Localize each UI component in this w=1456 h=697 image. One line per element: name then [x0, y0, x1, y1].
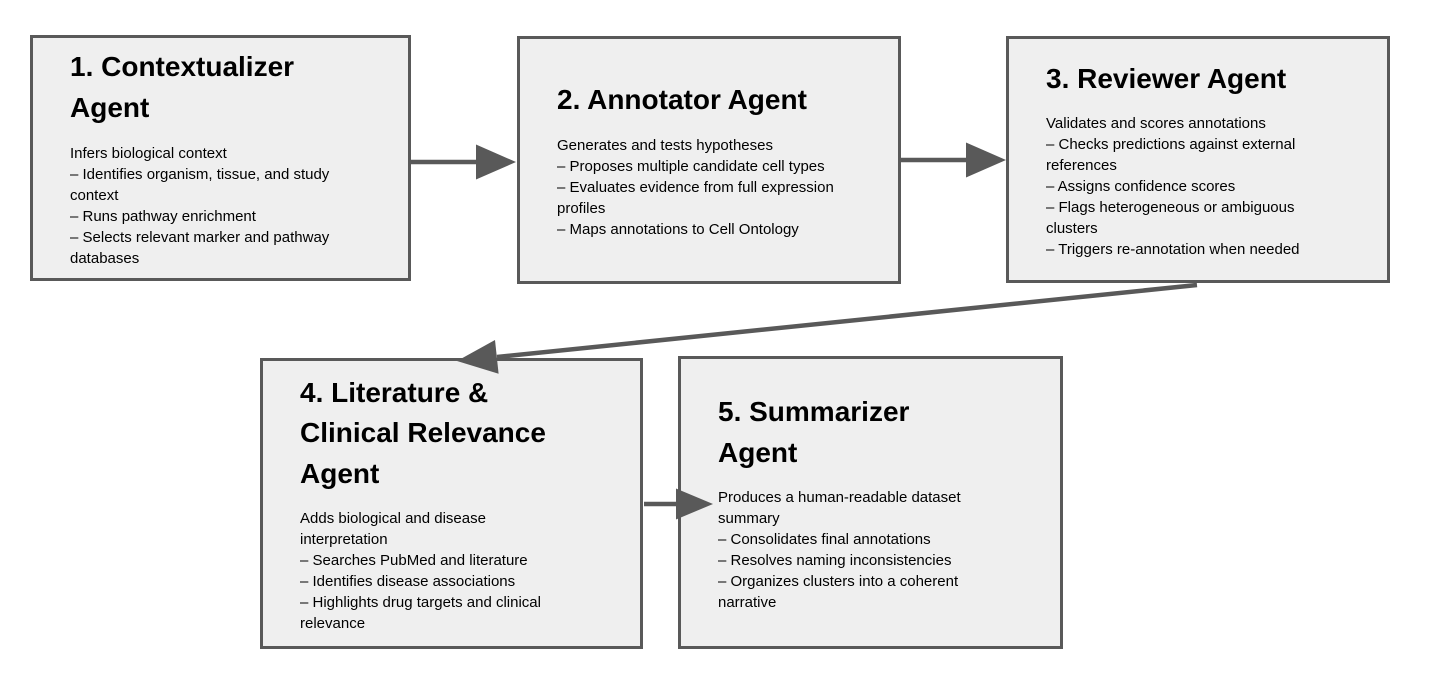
step-body: Infers biological context – Identifies o…	[70, 144, 330, 267]
step-box-reviewer-agent: 3. Reviewer Agent Validates and scores a…	[1006, 36, 1390, 283]
step-title: 3. Reviewer Agent	[1046, 62, 1287, 94]
step-box-annotator-agent: 2. Annotator Agent Generates and tests h…	[517, 36, 901, 284]
step-box-literature-clinical-relevance-agent: 4. Literature & Clinical Relevance Agent…	[260, 358, 643, 649]
step-box-summarizer-agent: 5. Summarizer Agent Produces a human-rea…	[678, 356, 1063, 649]
step-title: 5. Summarizer Agent	[718, 395, 910, 468]
step-body: Adds biological and disease interpretati…	[300, 510, 541, 633]
step-title: 2. Annotator Agent	[557, 84, 807, 116]
arrow-right-icon-step2-to-step3	[901, 142, 1006, 178]
step-title: 1. Contextualizer Agent	[70, 51, 295, 123]
step-body: Produces a human-readable dataset summar…	[718, 489, 961, 612]
step-body: Generates and tests hypotheses – Propose…	[557, 136, 834, 238]
step-box-contextualizer-agent: 1. Contextualizer Agent Infers biologica…	[30, 35, 411, 281]
step-body: Validates and scores annotations – Check…	[1046, 115, 1300, 259]
arrow-right-icon-step1-to-step2	[411, 144, 516, 180]
step-title: 4. Literature & Clinical Relevance Agent	[300, 376, 546, 489]
